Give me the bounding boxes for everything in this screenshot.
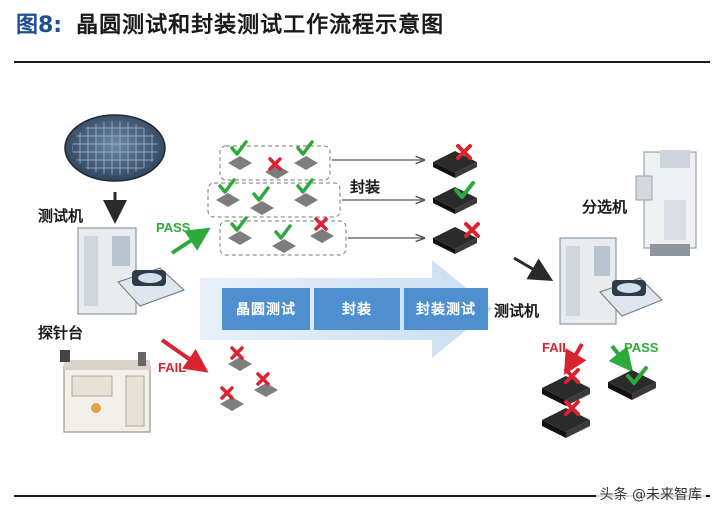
- failed-dies-left-marks: [220, 346, 270, 400]
- die-group-row-1: [219, 145, 331, 181]
- step-packaging: 封装: [314, 288, 400, 330]
- tester-left-label: 测试机: [38, 207, 84, 225]
- prober-machine: [60, 350, 151, 433]
- step-package-test: 封装测试: [404, 288, 488, 330]
- fail-arrow-right: [563, 342, 587, 375]
- pass-label-left: PASS: [156, 220, 191, 235]
- pass-arrow-left: [170, 227, 211, 255]
- fail-label-left: FAIL: [158, 360, 187, 375]
- final-pass-mark: [626, 366, 648, 385]
- top-rule: [14, 61, 710, 63]
- step-wafer-test: 晶圆测试: [222, 288, 310, 330]
- pass-label-right: PASS: [624, 340, 659, 355]
- pass-arrow-right: [608, 344, 633, 373]
- prober-label: 探针台: [38, 324, 84, 342]
- tester-right-label: 测试机: [494, 302, 540, 320]
- tester-machine-left: [77, 227, 185, 315]
- final-fail-marks: [564, 368, 580, 416]
- package-pass-mark: [454, 181, 475, 199]
- watermark: 头条 @未来智库: [595, 484, 706, 504]
- die-group-row-3: [219, 220, 347, 256]
- die-fail-marks: [268, 157, 328, 231]
- die-pass-marks: [218, 140, 314, 240]
- die-chips: [216, 156, 334, 253]
- packaging-label: 封装: [350, 178, 381, 196]
- fail-arrow-left: [160, 338, 209, 373]
- packaged-chips: [433, 151, 477, 254]
- figure-label: 图8:: [16, 13, 63, 38]
- figure-title: 晶圆测试和封装测试工作流程示意图: [76, 13, 445, 38]
- failed-dies-left: [220, 357, 278, 411]
- to-final-test-arrow: [513, 256, 554, 282]
- final-chips: [542, 370, 656, 438]
- sorter-machine: [635, 150, 697, 256]
- sorter-label: 分选机: [582, 198, 628, 216]
- tester-machine-right: [559, 237, 663, 325]
- fail-label-right: FAIL: [542, 340, 571, 355]
- wafer-image: [64, 114, 166, 182]
- die-group-row-2: [207, 182, 341, 218]
- bottom-rule: [14, 495, 710, 497]
- figure-header: 图8: 晶圆测试和封装测试工作流程示意图: [16, 6, 444, 40]
- package-fail-marks: [456, 144, 480, 238]
